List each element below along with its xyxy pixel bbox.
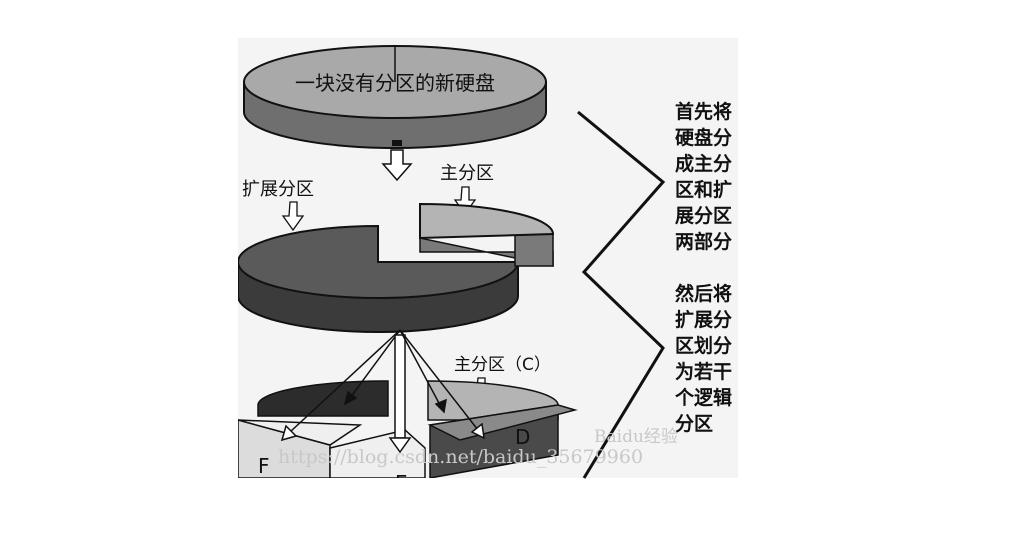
logical-f-label: F	[258, 454, 270, 478]
primary-partition-label: 主分区	[440, 163, 494, 184]
extended-partition-slice	[238, 224, 520, 333]
extended-partition-label: 扩展分区	[242, 179, 314, 200]
logical-e-label: E	[395, 471, 408, 495]
step1-note: 首先将 硬盘分 成主分 区和扩 展分区 两部分	[675, 101, 733, 253]
extended-arrow-icon	[281, 201, 305, 232]
watermark-logo: Baidu经验	[594, 427, 678, 447]
new-disk: 一块没有分区的新硬盘	[243, 45, 547, 149]
split-arrows	[280, 329, 485, 454]
logical-d-label: D	[515, 425, 530, 449]
primary-partition-slice	[419, 202, 555, 267]
zigzag-connector	[577, 110, 666, 479]
watermark-url: https://blog.csdn.net/baidu_35679960	[278, 446, 643, 468]
down-arrow-icon	[381, 140, 413, 182]
step2-note: 然后将 扩展分 区划分 为若干 个逻辑 分区	[675, 283, 733, 435]
primary-c-label: 主分区（C）	[454, 355, 551, 375]
disk-label: 一块没有分区的新硬盘	[295, 71, 495, 95]
